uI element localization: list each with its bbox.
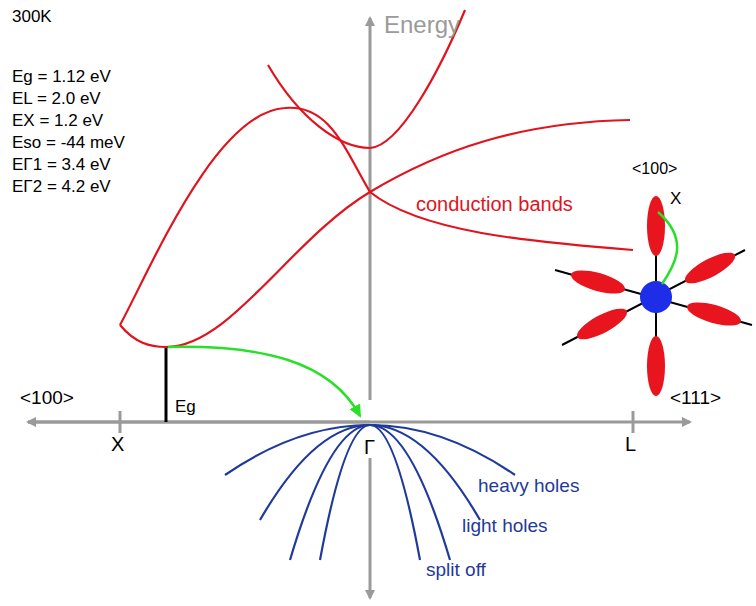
energy-axis xyxy=(369,440,372,598)
direction-label: <100> xyxy=(20,388,74,409)
parameter-value: Eg = 1.12 eV xyxy=(12,68,111,87)
axis-tick xyxy=(119,411,122,433)
parameter-value: EΓ1 = 3.4 eV xyxy=(12,156,111,175)
band-label: heavy holes xyxy=(478,476,579,497)
x-valley-star xyxy=(555,196,752,396)
parameter-value: EX = 1.2 eV xyxy=(12,112,103,131)
parameter-value: EΓ2 = 4.2 eV xyxy=(12,178,111,197)
k-axis xyxy=(28,421,690,424)
transition-arrow xyxy=(168,347,360,416)
gap-marker xyxy=(165,347,168,422)
k-axis xyxy=(28,421,370,424)
axis-title: Energy xyxy=(384,12,460,38)
direction-label: <100> xyxy=(632,160,677,178)
band-label: split off xyxy=(426,560,486,581)
temperature-note: 300K xyxy=(12,8,52,27)
valence-bands xyxy=(225,425,515,560)
parameter-value: Eso = -44 meV xyxy=(12,134,125,153)
gap-label: Eg xyxy=(175,398,196,417)
valley-label: X xyxy=(670,190,681,209)
band-label: conduction bands xyxy=(416,193,573,215)
k-point-label: X xyxy=(111,433,124,455)
parameter-value: EL = 2.0 eV xyxy=(12,90,101,109)
k-point-label: Γ xyxy=(362,436,377,458)
energy-axis xyxy=(369,18,372,400)
k-point-label: L xyxy=(625,433,636,455)
direction-label: <111> xyxy=(670,388,721,409)
conduction-bands xyxy=(120,10,633,347)
axis-tick xyxy=(632,411,635,433)
band-label: light holes xyxy=(462,516,548,537)
